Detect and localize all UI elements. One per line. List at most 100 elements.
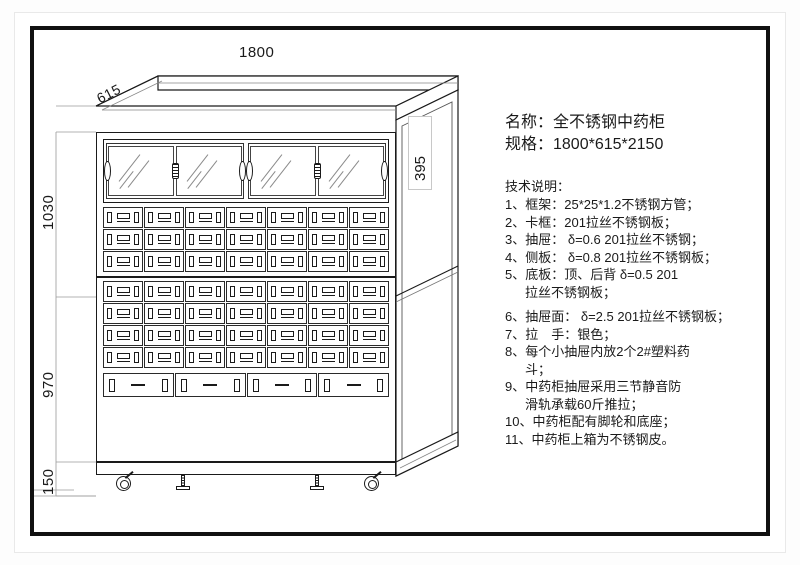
drawer-handle-icon[interactable] (271, 308, 276, 319)
drawer[interactable] (103, 347, 143, 368)
drawer-handle-icon[interactable] (148, 256, 153, 267)
drawer[interactable] (308, 229, 348, 250)
drawer[interactable] (226, 251, 266, 272)
drawer-handle-icon[interactable] (339, 234, 344, 245)
wide-drawer[interactable] (103, 373, 174, 397)
drawer[interactable] (349, 325, 389, 346)
wide-drawer[interactable] (246, 373, 318, 397)
drawer-handle-icon[interactable] (189, 286, 194, 297)
drawer-handle-icon[interactable] (339, 308, 344, 319)
drawer-handle-icon[interactable] (257, 352, 262, 363)
glass-door-3[interactable] (250, 146, 316, 196)
drawer-handle-icon[interactable] (257, 330, 262, 341)
drawer[interactable] (349, 229, 389, 250)
drawer-handle-icon[interactable] (148, 212, 153, 223)
wide-drawer-handle-icon[interactable] (252, 378, 259, 392)
drawer-handle-icon[interactable] (271, 234, 276, 245)
drawer-handle-icon[interactable] (230, 212, 235, 223)
drawer-handle-icon[interactable] (216, 234, 221, 245)
drawer[interactable] (185, 303, 225, 324)
drawer[interactable] (226, 207, 266, 228)
drawer-handle-icon[interactable] (353, 352, 358, 363)
drawer[interactable] (267, 207, 307, 228)
drawer-handle-icon[interactable] (298, 330, 303, 341)
drawer-handle-icon[interactable] (134, 234, 139, 245)
drawer-handle-icon[interactable] (380, 352, 385, 363)
drawer[interactable] (226, 325, 266, 346)
drawer[interactable] (103, 325, 143, 346)
drawer-handle-icon[interactable] (312, 256, 317, 267)
wide-drawer-handle-icon[interactable] (180, 378, 187, 392)
drawer-handle-icon[interactable] (298, 256, 303, 267)
drawer-handle-icon[interactable] (107, 286, 112, 297)
drawer-handle-icon[interactable] (189, 352, 194, 363)
drawer-handle-icon[interactable] (175, 308, 180, 319)
drawer-handle-icon[interactable] (271, 352, 276, 363)
drawer[interactable] (349, 303, 389, 324)
drawer-handle-icon[interactable] (189, 308, 194, 319)
drawer-handle-icon[interactable] (175, 256, 180, 267)
drawer-handle-icon[interactable] (298, 234, 303, 245)
drawer[interactable] (349, 347, 389, 368)
drawer[interactable] (267, 325, 307, 346)
drawer-handle-icon[interactable] (107, 352, 112, 363)
drawer-handle-icon[interactable] (339, 212, 344, 223)
drawer-handle-icon[interactable] (189, 234, 194, 245)
drawer[interactable] (185, 325, 225, 346)
drawer-handle-icon[interactable] (230, 286, 235, 297)
wide-drawer-handle-icon[interactable] (377, 378, 383, 392)
glass-door-lock-icon[interactable] (172, 163, 179, 179)
drawer-handle-icon[interactable] (339, 330, 344, 341)
drawer-handle-icon[interactable] (339, 352, 344, 363)
drawer-handle-icon[interactable] (380, 308, 385, 319)
drawer[interactable] (267, 303, 307, 324)
drawer-handle-icon[interactable] (148, 234, 153, 245)
drawer-handle-icon[interactable] (298, 352, 303, 363)
glass-door-2[interactable] (176, 146, 242, 196)
drawer[interactable] (308, 303, 348, 324)
drawer-handle-icon[interactable] (189, 212, 194, 223)
drawer[interactable] (267, 229, 307, 250)
drawer[interactable] (308, 281, 348, 302)
drawer[interactable] (103, 207, 143, 228)
drawer-handle-icon[interactable] (312, 330, 317, 341)
drawer-handle-icon[interactable] (134, 212, 139, 223)
wide-drawer-handle-icon[interactable] (109, 378, 115, 392)
drawer-handle-icon[interactable] (353, 234, 358, 245)
drawer-handle-icon[interactable] (230, 330, 235, 341)
drawer[interactable] (226, 303, 266, 324)
drawer-handle-icon[interactable] (216, 308, 221, 319)
drawer-handle-icon[interactable] (298, 308, 303, 319)
drawer-handle-icon[interactable] (353, 256, 358, 267)
drawer[interactable] (144, 251, 184, 272)
drawer-handle-icon[interactable] (312, 308, 317, 319)
drawer-handle-icon[interactable] (230, 256, 235, 267)
wide-drawer-handle-icon[interactable] (305, 378, 312, 392)
drawer-handle-icon[interactable] (230, 308, 235, 319)
drawer-handle-icon[interactable] (257, 256, 262, 267)
drawer[interactable] (185, 251, 225, 272)
glass-door-lock-icon[interactable] (314, 163, 321, 179)
drawer-handle-icon[interactable] (107, 308, 112, 319)
drawer[interactable] (349, 207, 389, 228)
wide-drawer-handle-icon[interactable] (233, 378, 240, 392)
drawer[interactable] (103, 251, 143, 272)
drawer-handle-icon[interactable] (189, 330, 194, 341)
drawer-handle-icon[interactable] (134, 256, 139, 267)
drawer-handle-icon[interactable] (271, 212, 276, 223)
drawer[interactable] (226, 347, 266, 368)
drawer-handle-icon[interactable] (353, 212, 358, 223)
drawer[interactable] (185, 207, 225, 228)
drawer[interactable] (103, 229, 143, 250)
drawer[interactable] (267, 281, 307, 302)
drawer[interactable] (144, 347, 184, 368)
drawer-handle-icon[interactable] (339, 256, 344, 267)
drawer[interactable] (185, 347, 225, 368)
drawer-handle-icon[interactable] (257, 286, 262, 297)
drawer[interactable] (144, 207, 184, 228)
drawer-handle-icon[interactable] (353, 330, 358, 341)
drawer[interactable] (308, 251, 348, 272)
drawer-handle-icon[interactable] (380, 212, 385, 223)
drawer-handle-icon[interactable] (230, 234, 235, 245)
drawer[interactable] (308, 347, 348, 368)
